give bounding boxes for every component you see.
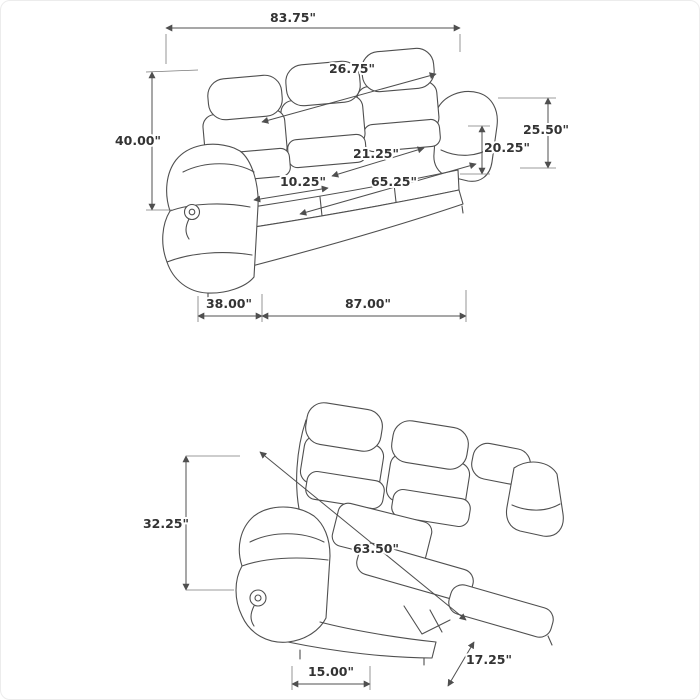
dim-reclined-seat-length-line	[259, 451, 467, 621]
footrest-pad-lower	[448, 584, 554, 638]
dim-footrest-height-label: 17.25"	[466, 652, 512, 667]
left-armrest	[235, 506, 331, 643]
recliner-handle-dot	[254, 594, 262, 602]
headrest-pillow	[305, 402, 383, 452]
dim-overall-width-label: 83.75"	[270, 10, 316, 25]
recliner-handle-dot	[188, 208, 196, 216]
dim-reclined-back-height-label: 32.25"	[143, 516, 189, 531]
left-armrest-seam	[166, 252, 253, 263]
left-armrest-seam	[169, 203, 251, 212]
sofa-reclined-drawing	[235, 402, 564, 666]
dim-arm-height-label: 25.50"	[523, 122, 569, 137]
sofa-upright-drawing	[162, 47, 498, 300]
dim-back-width-line	[261, 72, 437, 124]
dim-seat-height-label: 20.25"	[484, 140, 530, 155]
right-armrest-pad-line	[511, 503, 561, 511]
dim-inner-width-line	[299, 162, 477, 216]
dim-overall-height-ext	[145, 69, 199, 73]
dim-arm-width-label: 10.25"	[280, 174, 326, 189]
dim-overall-height-label: 40.00"	[115, 133, 161, 148]
dimension-labels: 83.75" 26.75" 40.00" 25.50" 20.25" 21.25…	[113, 8, 571, 681]
dim-inner-width-label: 65.25"	[371, 174, 417, 189]
right-armrest	[433, 91, 498, 182]
footrest-linkage	[403, 605, 451, 635]
dim-footrest-height-line	[447, 641, 475, 687]
dim-reclined-seat-length-label: 63.50"	[353, 541, 399, 556]
dimension-lines-reclined	[182, 451, 475, 690]
recliner-lever	[250, 605, 255, 627]
headrest-pillow	[207, 74, 283, 121]
dim-base-depth-label: 38.00"	[206, 296, 252, 311]
recliner-lever	[185, 218, 190, 240]
right-armrest-pad-line	[440, 146, 494, 156]
base-skirt	[287, 621, 437, 659]
left-armrest-pad-line	[182, 163, 255, 173]
dim-seat-depth-label: 21.25"	[353, 146, 399, 161]
dim-back-width-label: 26.75"	[329, 61, 375, 76]
right-armrest	[505, 461, 564, 537]
left-armrest	[162, 143, 259, 294]
sofa-foot	[299, 635, 553, 666]
dim-reclined-length-label: 87.00"	[345, 296, 391, 311]
dimension-lines-upright	[145, 24, 556, 322]
dim-base-width-label: 15.00"	[308, 664, 354, 679]
